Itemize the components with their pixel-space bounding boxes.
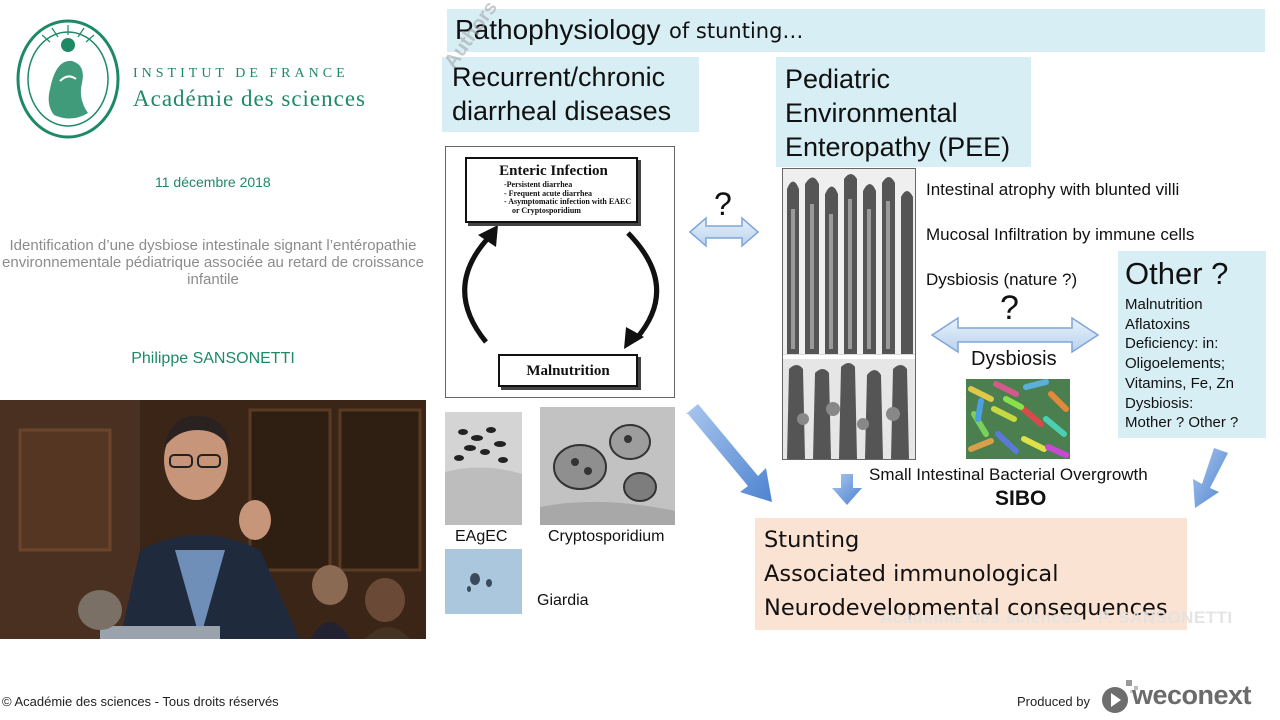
enteric-item: - Frequent acute diarrhea xyxy=(504,188,593,198)
other-factors-box xyxy=(1118,251,1266,438)
enteric-infection-box: Enteric Infection -Persistent diarrhea -… xyxy=(465,157,638,223)
cycle-arrows-icon xyxy=(462,225,659,349)
question-mark-left: ? xyxy=(714,186,732,222)
eagec-label: EAgEC xyxy=(455,528,508,545)
stunting-outcomes: Stunting Associated immunological Neurod… xyxy=(764,523,1168,625)
gut-bacteria-image xyxy=(966,379,1070,459)
talk-date: 11 décembre 2018 xyxy=(155,174,271,190)
double-arrow-right-icon xyxy=(930,316,1100,354)
recurrent-diarrhea-box xyxy=(442,57,699,132)
double-arrow-left-icon xyxy=(688,216,760,248)
pee-label: Pediatric Environmental Enteropathy (PEE… xyxy=(785,64,1011,162)
other-factor-item: Mother ? Other ? xyxy=(1125,414,1239,432)
bacteria-rods-icon xyxy=(966,379,1070,459)
enteric-item: or Cryptosporidium xyxy=(512,205,581,215)
arrow-sibo-to-stunting-icon xyxy=(832,474,862,505)
finding-atrophy: Intestinal atrophy with blunted villi xyxy=(926,180,1180,199)
other-factor-item: Aflatoxins xyxy=(1125,315,1191,333)
cryptosporidium-cells-icon xyxy=(540,407,675,525)
arrow-other-to-stunting-icon xyxy=(1193,448,1228,508)
slide-title-rest: of stunting… xyxy=(669,19,804,43)
giardia-cells-icon xyxy=(445,549,522,614)
question-mark-right: ? xyxy=(1000,289,1019,327)
giardia-label: Giardia xyxy=(537,592,589,609)
stunting-box xyxy=(755,518,1187,630)
stunting-item: Stunting xyxy=(764,527,860,553)
histology-villi-icon xyxy=(783,169,915,459)
other-factors-list: Malnutrition Aflatoxins Deficiency: in: … xyxy=(1125,295,1238,433)
finding-infiltration: Mucosal Infiltration by immune cells xyxy=(926,225,1195,244)
weconext-brand-text: weconext xyxy=(1132,680,1252,710)
giardia-micrograph xyxy=(445,549,522,614)
other-factor-item: Malnutrition xyxy=(1125,296,1203,313)
dysbiosis-label: Dysbiosis xyxy=(971,348,1057,370)
stunting-item: Associated immunological xyxy=(764,561,1059,587)
other-factor-item: Dysbiosis: xyxy=(1125,394,1194,412)
malnutrition-box: Malnutrition xyxy=(498,354,638,387)
slide-title-main: Pathophysiology xyxy=(455,14,661,45)
copyright-notice: © Académie des sciences - Tous droits ré… xyxy=(2,694,279,709)
weconext-logo[interactable]: weconext xyxy=(1100,676,1280,720)
recurrent-diarrhea-label: Recurrent/chronic diarrheal diseases xyxy=(452,62,672,126)
sibo-abbr-label: SIBO xyxy=(995,487,1047,510)
other-factor-item: Oligoelements; xyxy=(1125,355,1226,373)
enteric-item: - Asymptomatic infection with EAEC xyxy=(504,197,632,207)
eagec-bacteria-icon xyxy=(445,412,522,525)
other-factor-item: Vitamins, Fe, Zn xyxy=(1125,374,1234,392)
sibo-full-label: Small Intestinal Bacterial Overgrowth xyxy=(869,465,1148,484)
malnutrition-label: Malnutrition xyxy=(526,363,610,379)
cryptosporidium-micrograph xyxy=(540,407,675,525)
speaker-video[interactable] xyxy=(0,400,426,639)
intestinal-histology-image xyxy=(782,168,916,460)
academie-des-sciences-label: Académie des sciences xyxy=(133,86,367,111)
other-factors-title: Other ? xyxy=(1125,256,1229,291)
academie-seal-icon xyxy=(16,19,120,139)
speaker-name: Philippe SANSONETTI xyxy=(131,350,295,367)
other-factor-item: Deficiency: in: xyxy=(1125,335,1219,353)
academie-watermark: Académie des sciences - P. SANSONETTI xyxy=(880,608,1233,627)
talk-title: Identification d’une dysbiose intestinal… xyxy=(2,237,424,288)
cryptosporidium-label: Cryptosporidium xyxy=(548,528,665,545)
stunting-item: Neurodevelopmental consequences xyxy=(764,595,1168,621)
institut-de-france-label: INSTITUT DE FRANCE xyxy=(133,66,349,81)
pee-box xyxy=(776,57,1031,167)
produced-by-label: Produced by xyxy=(1017,694,1090,709)
enteric-infection-list: -Persistent diarrhea - Frequent acute di… xyxy=(504,180,632,215)
enteric-infection-title: Enteric Infection xyxy=(499,163,608,179)
weconext-logo-icon xyxy=(1102,680,1138,713)
enteric-item: -Persistent diarrhea xyxy=(504,180,573,189)
speaker-video-frame xyxy=(0,400,426,639)
slide-title-box xyxy=(447,9,1265,52)
eagec-micrograph xyxy=(445,412,522,525)
arrow-diarrhea-to-stunting-icon xyxy=(686,404,772,502)
finding-dysbiosis: Dysbiosis (nature ?) xyxy=(926,270,1078,289)
